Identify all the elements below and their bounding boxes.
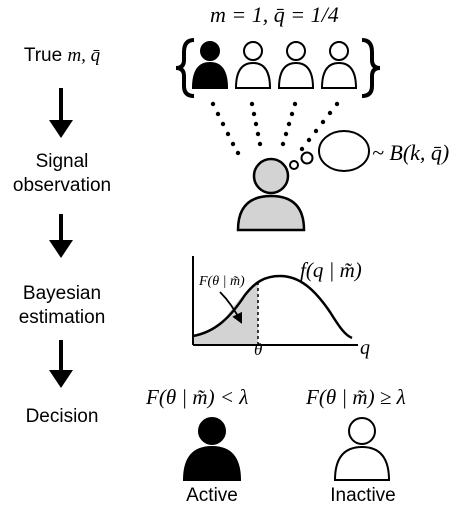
q-axis-label: q [360, 337, 370, 359]
density-curve [192, 274, 353, 340]
stage-signal-line1: Signal [35, 151, 89, 172]
person-icon-inactive-1 [234, 41, 272, 89]
cdf-label: F(θ | m̃) [199, 274, 245, 289]
inactive-condition: F(θ | m̃) ≥ λ [306, 385, 406, 409]
thought-bubble-icon [289, 130, 370, 172]
right-brace [361, 38, 381, 98]
stage-signal-line2: observation [12, 175, 112, 196]
stage-true-math: m, q̄ [67, 45, 101, 66]
observer-person-icon [236, 157, 306, 232]
top-formula: m = 1, q̄ = 1/4 [210, 2, 339, 27]
stage-bayes-line1: Bayesian [22, 283, 102, 304]
person-icon-active [191, 41, 229, 89]
stage-decision-label: Decision [2, 405, 122, 429]
cdf-pointer-arrow [219, 291, 242, 324]
flow-arrow-2 [49, 214, 73, 258]
inactive-person-icon [333, 417, 391, 481]
flow-arrow-3 [49, 340, 73, 388]
theta-tick-label: θ [254, 340, 263, 359]
observation-dots [210, 101, 340, 156]
left-brace [175, 38, 195, 98]
flow-arrow-1 [49, 88, 73, 138]
active-condition: F(θ | m̃) < λ [146, 385, 249, 409]
inactive-label: Inactive [330, 485, 396, 506]
person-icon-inactive-3 [320, 41, 358, 89]
signal-distribution: ~ B(k, q̄) [372, 140, 450, 165]
posterior-chart [192, 256, 358, 346]
stage-bayes-line2: estimation [18, 307, 106, 328]
active-label: Active [186, 485, 238, 506]
stage-true-label: True m, q̄ [2, 44, 122, 68]
person-icon-inactive-2 [277, 41, 315, 89]
stage-bayes-label: Bayesian estimation [2, 282, 122, 330]
stage-signal-label: Signal observation [2, 150, 122, 198]
active-person-icon [182, 417, 242, 481]
curve-label: f(q | m̃) [300, 258, 362, 282]
stage-decision-line1: Decision [25, 406, 99, 427]
stage-true-text: True [23, 45, 68, 66]
